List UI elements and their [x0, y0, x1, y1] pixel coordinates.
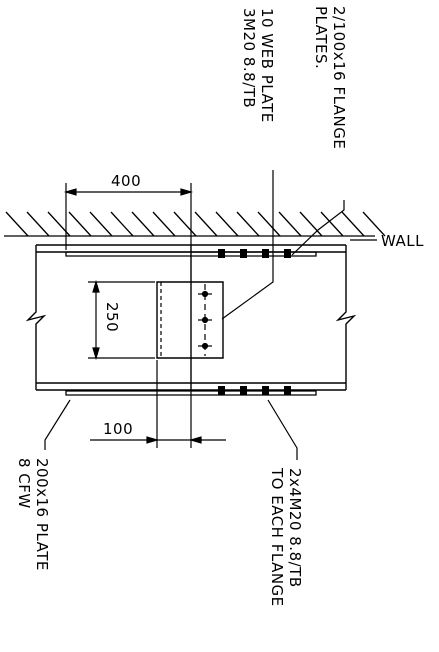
top-bolt-2: [240, 249, 247, 258]
wall-hatch-line: [69, 212, 91, 236]
wall-hatch-line: [111, 212, 133, 236]
web-bolt-2: [201, 316, 209, 324]
bottom-bolt-3: [262, 386, 269, 395]
wall-hatch-line: [6, 212, 28, 236]
dimension-400: [66, 183, 191, 250]
dim-100-arrow-left: [147, 437, 157, 443]
top-bolt-1: [218, 249, 225, 258]
wall-hatch-line: [279, 212, 301, 236]
flange-bolts: [218, 249, 291, 395]
right-break-line: [338, 245, 354, 390]
wall-hatch-line: [300, 212, 322, 236]
web-plate-note-line2: 3M20 8.8/TB: [240, 8, 258, 108]
wall-hatch-line: [258, 212, 280, 236]
wall-hatch-line: [27, 212, 49, 236]
bottom-plate-note-line1: 200x16 PLATE: [33, 458, 51, 571]
dim-250-arrow-top: [93, 282, 99, 292]
top-bolt-3: [262, 249, 269, 258]
top-bolt-4: [284, 249, 291, 258]
dim-400-arrow-right: [181, 189, 191, 195]
bottom-plate-note-line2: 8 CFW: [15, 458, 33, 509]
dim-100-arrow-right: [191, 437, 201, 443]
dimension-100: [90, 360, 226, 448]
dimension-400-label: 400: [111, 172, 141, 190]
leaders: [45, 170, 377, 460]
wall-hatch-line: [237, 212, 259, 236]
bolt-leader: [268, 400, 297, 460]
wall-hatch-line: [153, 212, 175, 236]
dimension-100-label: 100: [103, 420, 133, 438]
wall-hatching: [4, 212, 385, 236]
dimension-250-label: 250: [103, 302, 121, 332]
wall-hatch-lines: [6, 212, 385, 236]
top-flange-plate: [66, 252, 316, 256]
wall-hatch-line: [321, 212, 343, 236]
left-break-line: [28, 245, 44, 390]
wall-hatch-line: [90, 212, 112, 236]
flange-plate-leader: [292, 200, 344, 255]
wall-hatch-line: [216, 212, 238, 236]
dim-250-arrow-bottom: [93, 348, 99, 358]
bottom-bolt-2: [240, 386, 247, 395]
bottom-bolt-4: [284, 386, 291, 395]
dim-400-arrow-left: [66, 189, 76, 195]
wall-hatch-line: [342, 212, 364, 236]
web-plate-outline: [157, 282, 223, 358]
wall-hatch-line: [132, 212, 154, 236]
beam: [28, 245, 354, 390]
bolts-note-line1: 2x4M20 8.8/TB: [286, 468, 304, 588]
web-plate-leader: [222, 170, 273, 319]
bolts-note-line2: TO EACH FLANGE: [268, 467, 286, 607]
web-bolt-1: [201, 290, 209, 298]
text-notes: 2/100x16 FLANGE PLATES. 10 WEB PLATE 3M2…: [15, 6, 424, 607]
wall-hatch-line: [195, 212, 217, 236]
flange-plates-note-line2: PLATES.: [312, 6, 330, 69]
web-plate-note-line1: 10 WEB PLATE: [258, 8, 276, 123]
wall-hatch-line: [48, 212, 70, 236]
flange-plates-note-line1: 2/100x16 FLANGE: [330, 6, 348, 149]
wall-hatch-line: [363, 212, 385, 236]
web-bolts: [198, 290, 212, 350]
bottom-plate-leader: [45, 400, 70, 450]
web-plate: [157, 282, 223, 358]
wall-hatch-line: [174, 212, 196, 236]
web-bolt-3: [201, 342, 209, 350]
dimension-250: [88, 282, 155, 358]
bottom-bolt-1: [218, 386, 225, 395]
wall-label: WALL: [381, 232, 424, 250]
